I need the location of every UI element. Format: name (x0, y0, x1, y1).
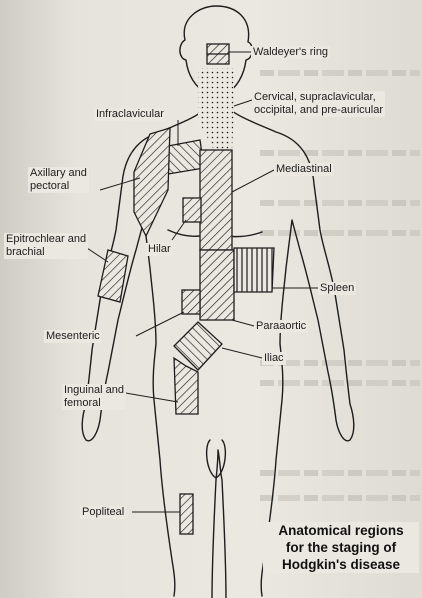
label-mediastinal: Mediastinal (274, 163, 334, 176)
figure-caption: Anatomical regions for the staging of Ho… (263, 522, 419, 573)
region-spleen (234, 248, 274, 292)
label-cervical: Cervical, supraclavicular, occipital, an… (252, 91, 385, 117)
label-inguinal-line2: femoral (64, 397, 124, 410)
label-axillary-line1: Axillary and (30, 167, 87, 180)
label-axillary: Axillary and pectoral (28, 167, 89, 193)
label-epitrochlear-line1: Epitrochlear and (6, 233, 86, 246)
caption-line3: Hodgkin's disease (263, 556, 419, 573)
label-paraaortic: Paraaortic (254, 320, 308, 333)
leader-cervical (234, 100, 252, 106)
region-mesenteric (182, 290, 200, 314)
leader-hilar (172, 220, 186, 240)
leader-paraaortic (232, 320, 254, 326)
region-infraclavicular (168, 140, 204, 174)
label-infraclavicular: Infraclavicular (94, 108, 166, 121)
caption-line1: Anatomical regions (263, 522, 419, 539)
label-cervical-line2: occipital, and pre-auricular (254, 104, 383, 117)
region-cervical (198, 68, 234, 150)
label-epitrochlear-line2: brachial (6, 246, 86, 259)
leader-mesenteric (136, 312, 184, 336)
region-paraaortic (200, 250, 234, 320)
label-spleen: Spleen (318, 282, 356, 295)
region-hilar (183, 198, 201, 222)
label-hilar: Hilar (146, 243, 173, 256)
label-axillary-line2: pectoral (30, 180, 87, 193)
leader-inguinal (120, 392, 178, 402)
groin-outline (207, 440, 226, 478)
label-waldeyers-ring: Waldeyer's ring (251, 46, 330, 59)
leader-mediastinal (232, 170, 274, 192)
label-popliteal: Popliteal (80, 506, 126, 519)
caption-line2: for the staging of (263, 539, 419, 556)
label-iliac: Iliac (262, 352, 286, 365)
leg-inner-outline (212, 450, 226, 598)
label-cervical-line1: Cervical, supraclavicular, (254, 91, 383, 104)
label-inguinal: Inguinal and femoral (62, 384, 126, 410)
label-epitrochlear: Epitrochlear and brachial (4, 233, 88, 259)
region-popliteal (180, 494, 193, 534)
label-inguinal-line1: Inguinal and (64, 384, 124, 397)
leader-iliac (222, 348, 262, 358)
label-mesenteric: Mesenteric (44, 330, 102, 343)
region-mediastinal (200, 150, 232, 250)
